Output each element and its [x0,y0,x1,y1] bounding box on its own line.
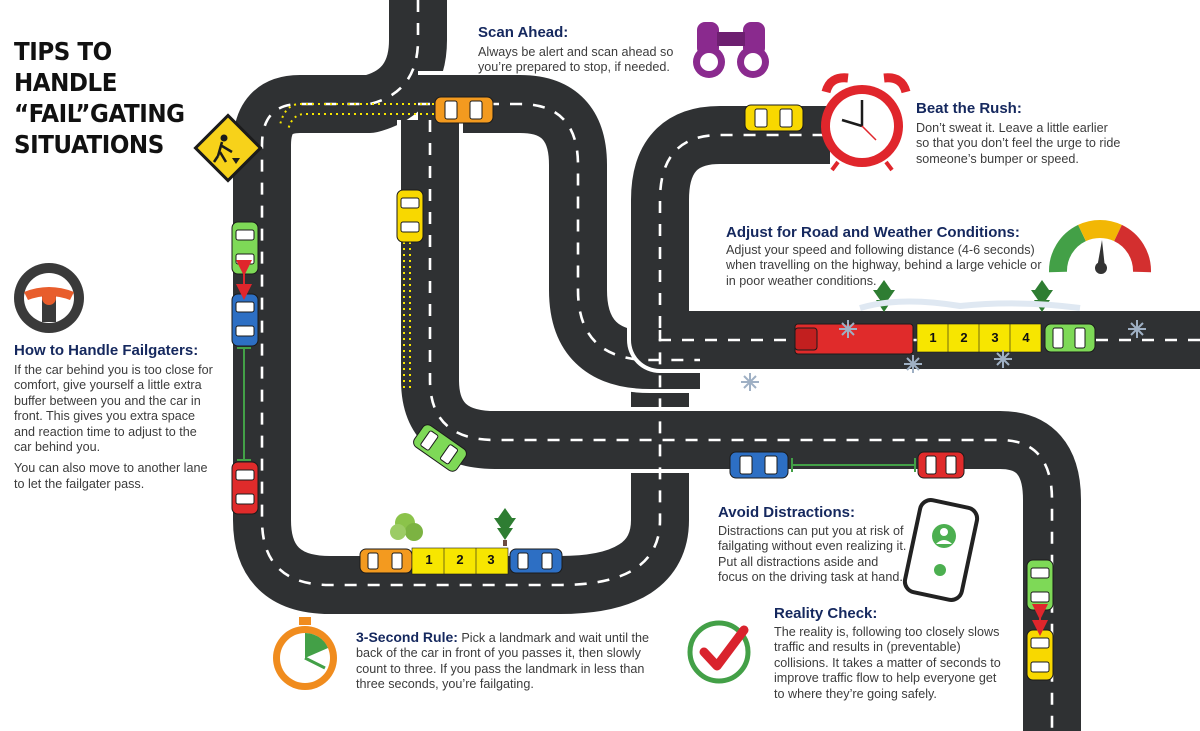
three-second-count-3: 3 [487,552,495,567]
car-green-right [1026,559,1054,611]
car-orange-bottom [359,548,413,574]
three-second-count-2: 2 [456,552,464,567]
tip-scan-ahead: Scan Ahead: Always be alert and scan ahe… [478,24,693,76]
tree-icon [1031,280,1053,312]
tip-text: The reality is, following too closely sl… [774,625,1001,701]
snowflake-icon [741,320,1146,391]
car-orange-top [434,96,494,124]
check-mark-icon [687,620,751,684]
car-blue-left [231,293,259,347]
road-work-sign-icon [193,113,263,183]
highway-count-1: 1 [929,330,937,345]
cars [231,96,1096,681]
tip-text: Pick a landmark and wait until the back … [356,631,650,692]
car-blue-middle [729,451,789,479]
tip-heading: How to Handle Failgaters: [14,342,199,359]
car-green-diagonal [413,424,467,472]
tip-text: Don’t sweat it. Leave a little earlier s… [916,121,1121,166]
title-line-1: TIPS TO HANDLE [14,37,118,97]
tree-icon [494,508,516,546]
title-line-3: SITUATIONS [14,130,164,159]
binoculars-icon [693,22,769,78]
tip-text-2: You can also move to another lane to let… [14,461,208,491]
tip-adjust-conditions: Adjust for Road and Weather Conditions: … [726,224,1046,289]
car-red-left [231,461,259,515]
car-green-highway [1044,323,1096,353]
car-green-left [231,221,259,275]
tip-heading: Beat the Rush: [916,100,1022,117]
title-line-2: “FAIL”GATING [14,99,185,128]
tip-text: If the car behind you is too close for c… [14,363,213,455]
car-yellow-inner [396,189,424,243]
tip-heading: Avoid Distractions: [718,504,855,521]
highway-count-4: 4 [1022,330,1030,345]
highway-count-3: 3 [991,330,999,345]
stopwatch-icon [273,617,337,690]
tip-heading: Scan Ahead: [478,24,569,41]
truck-red-highway [794,323,914,355]
tip-heading: Reality Check: [774,605,878,622]
bush-icon [390,513,423,541]
tip-beat-the-rush: Beat the Rush: Don’t sweat it. Leave a l… [916,100,1121,167]
tip-heading: 3-Second Rule: [356,629,458,645]
three-second-count-1: 1 [425,552,433,567]
speed-gauge-icon [1049,220,1151,274]
tree-icon [873,280,895,312]
tip-text: Adjust your speed and following distance… [726,243,1042,288]
steering-wheel-icon [14,263,84,333]
tip-avoid-distractions: Avoid Distractions: Distractions can put… [718,504,910,586]
phone-call-icon [902,498,980,602]
car-yellow-right [1026,629,1054,681]
alarm-clock-icon [821,73,911,172]
tip-text: Always be alert and scan ahead so you’re… [478,45,674,75]
car-red-middle [917,451,965,479]
tip-three-second-rule: 3-Second Rule: Pick a landmark and wait … [356,629,654,693]
tip-heading: Adjust for Road and Weather Conditions: [726,224,1020,241]
three-second-count-bar [411,547,509,575]
page-title: TIPS TO HANDLE “FAIL”GATING SITUATIONS [14,36,216,160]
tip-reality-check: Reality Check: The reality is, following… [774,605,1004,702]
car-blue-bottom [509,548,563,574]
tip-failgaters: How to Handle Failgaters: If the car beh… [14,342,214,492]
tip-text: Distractions can put you at risk of fail… [718,524,907,585]
highway-count-2: 2 [960,330,968,345]
car-yellow-topright [744,104,804,132]
